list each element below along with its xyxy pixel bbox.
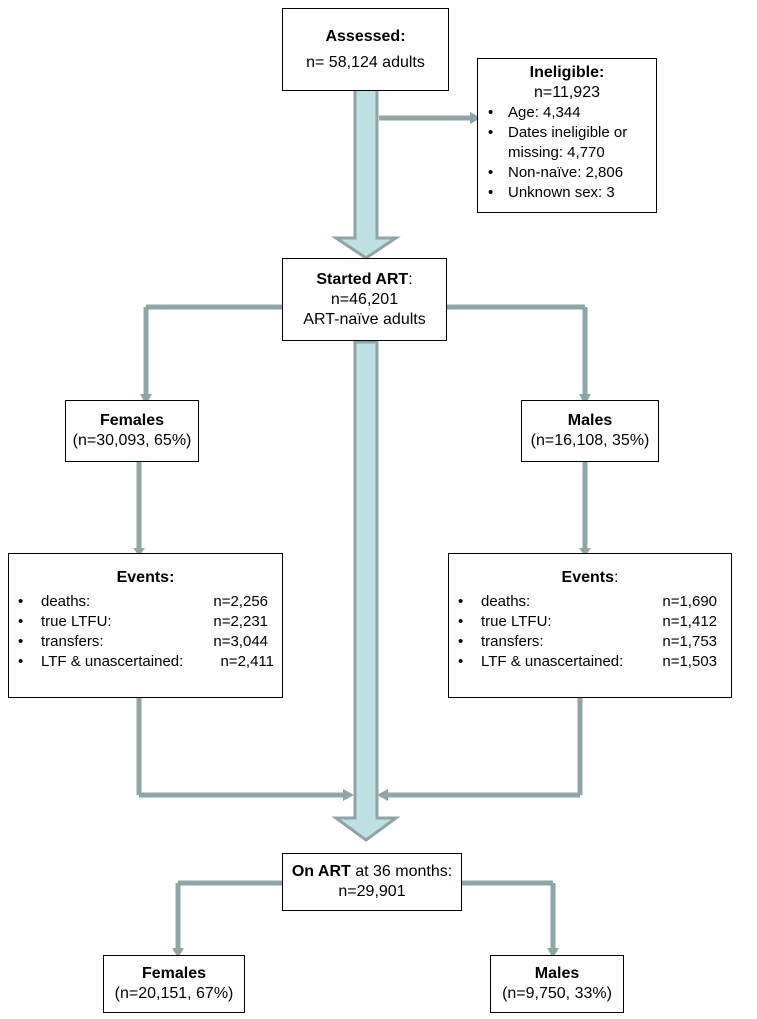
event-value: n=1,503 [662, 653, 717, 670]
events-male-list: deaths: n=1,690 true LTFU: n=1,412 transfe… [449, 592, 731, 672]
males-start-box: Males (n=16,108, 35%) [521, 400, 659, 462]
events-female-item: LTF & unascertained: n=2,411 [9, 652, 282, 672]
arrowhead-merge-right [377, 789, 388, 801]
events-male-title-suffix: : [614, 569, 619, 586]
event-label: true LTFU: [481, 613, 552, 630]
event-label: deaths: [481, 593, 531, 610]
on-art-box: On ART at 36 months: n=29,901 [282, 853, 462, 911]
started-art-count: n=46,201 [330, 290, 399, 308]
arrowhead-female-events [133, 548, 145, 556]
event-label: true LTFU: [41, 613, 112, 630]
assessed-title: Assessed: [325, 27, 406, 45]
arrowhead-females-start [140, 394, 152, 405]
events-female-item: transfers: n=3,044 [9, 632, 282, 652]
event-label: transfers: [481, 633, 544, 650]
started-art-title-suffix: : [408, 270, 413, 288]
started-art-box: Started ART: n=46,201 ART-naïve adults [282, 258, 447, 341]
event-label: deaths: [41, 593, 91, 610]
events-male-title: Events [561, 569, 614, 586]
event-label: transfers: [41, 633, 104, 650]
females-end-title: Females [141, 965, 207, 982]
event-value: n=2,231 [213, 613, 268, 630]
arrowhead-females-end [172, 948, 184, 958]
arrow-assessed-to-started [331, 86, 401, 260]
females-end-box: Females (n=20,151, 67%) [103, 955, 245, 1013]
events-male-box: Events: deaths: n=1,690 true LTFU: n=1,412… [448, 553, 732, 698]
event-label: LTF & unascertained: [481, 653, 624, 670]
events-female-list: deaths: n=2,256 true LTFU: n=2,231 transfe… [9, 592, 282, 672]
event-label: LTF & unascertained: [41, 653, 184, 670]
ineligible-list: Age: 4,344 Dates ineligible or missing: … [478, 103, 656, 203]
event-value: n=3,044 [213, 633, 268, 650]
males-start-count: (n=16,108, 35%) [530, 432, 650, 449]
females-end-count: (n=20,151, 67%) [114, 985, 234, 1002]
event-value: n=1,690 [662, 593, 717, 610]
females-start-title: Females [99, 412, 165, 429]
assessed-box: Assessed: n= 58,124 adults [282, 8, 449, 91]
events-female-title: Events: [116, 569, 175, 586]
females-start-count: (n=30,093, 65%) [72, 432, 192, 449]
ineligible-box: Ineligible: n=11,923 Age: 4,344 Dates in… [477, 58, 657, 213]
arrowhead-male-events [579, 548, 591, 556]
ineligible-title: Ineligible: [529, 64, 605, 81]
arrowhead-males-start [579, 394, 591, 405]
events-female-item: deaths: n=2,256 [9, 592, 282, 612]
ineligible-item-age: Age: 4,344 [478, 103, 656, 123]
events-male-item: transfers: n=1,753 [449, 632, 731, 652]
males-end-box: Males (n=9,750, 33%) [490, 955, 624, 1013]
started-art-title: Started ART [316, 270, 409, 288]
arrowhead-merge-left [343, 789, 354, 801]
on-art-title: On ART [291, 863, 351, 880]
started-art-desc: ART-naïve adults [303, 310, 426, 328]
ineligible-count: n=11,923 [534, 84, 600, 101]
started-art-heading: Started ART: [316, 270, 412, 290]
event-value: n=2,256 [213, 593, 268, 610]
ineligible-item-unknown-sex: Unknown sex: 3 [478, 183, 656, 203]
on-art-title-suffix: at 36 months: [350, 863, 453, 880]
males-end-title: Males [534, 965, 580, 982]
arrowhead-males-end [547, 948, 559, 958]
event-value: n=1,412 [662, 613, 717, 630]
events-female-item: true LTFU: n=2,231 [9, 612, 282, 632]
events-male-heading: Events: [449, 568, 731, 588]
on-art-heading: On ART at 36 months: [292, 862, 452, 882]
event-value: n=1,753 [662, 633, 717, 650]
males-start-title: Males [567, 412, 613, 429]
arrowhead-ineligible [470, 112, 481, 124]
assessed-count: n= 58,124 adults [306, 53, 425, 71]
events-male-item: deaths: n=1,690 [449, 592, 731, 612]
events-male-item: true LTFU: n=1,412 [449, 612, 731, 632]
event-value: n=2,411 [220, 653, 274, 670]
arrow-started-to-onart [331, 340, 401, 842]
events-male-item: LTF & unascertained: n=1,503 [449, 652, 731, 672]
events-female-heading: Events: [9, 568, 282, 588]
males-end-count: (n=9,750, 33%) [502, 985, 612, 1002]
on-art-count: n=29,901 [338, 883, 406, 900]
ineligible-item-non-naive: Non-naïve: 2,806 [478, 163, 656, 183]
ineligible-item-dates: Dates ineligible or missing: 4,770 [478, 123, 656, 163]
events-female-box: Events: deaths: n=2,256 true LTFU: n=2,231… [8, 553, 283, 698]
females-start-box: Females (n=30,093, 65%) [65, 400, 199, 462]
